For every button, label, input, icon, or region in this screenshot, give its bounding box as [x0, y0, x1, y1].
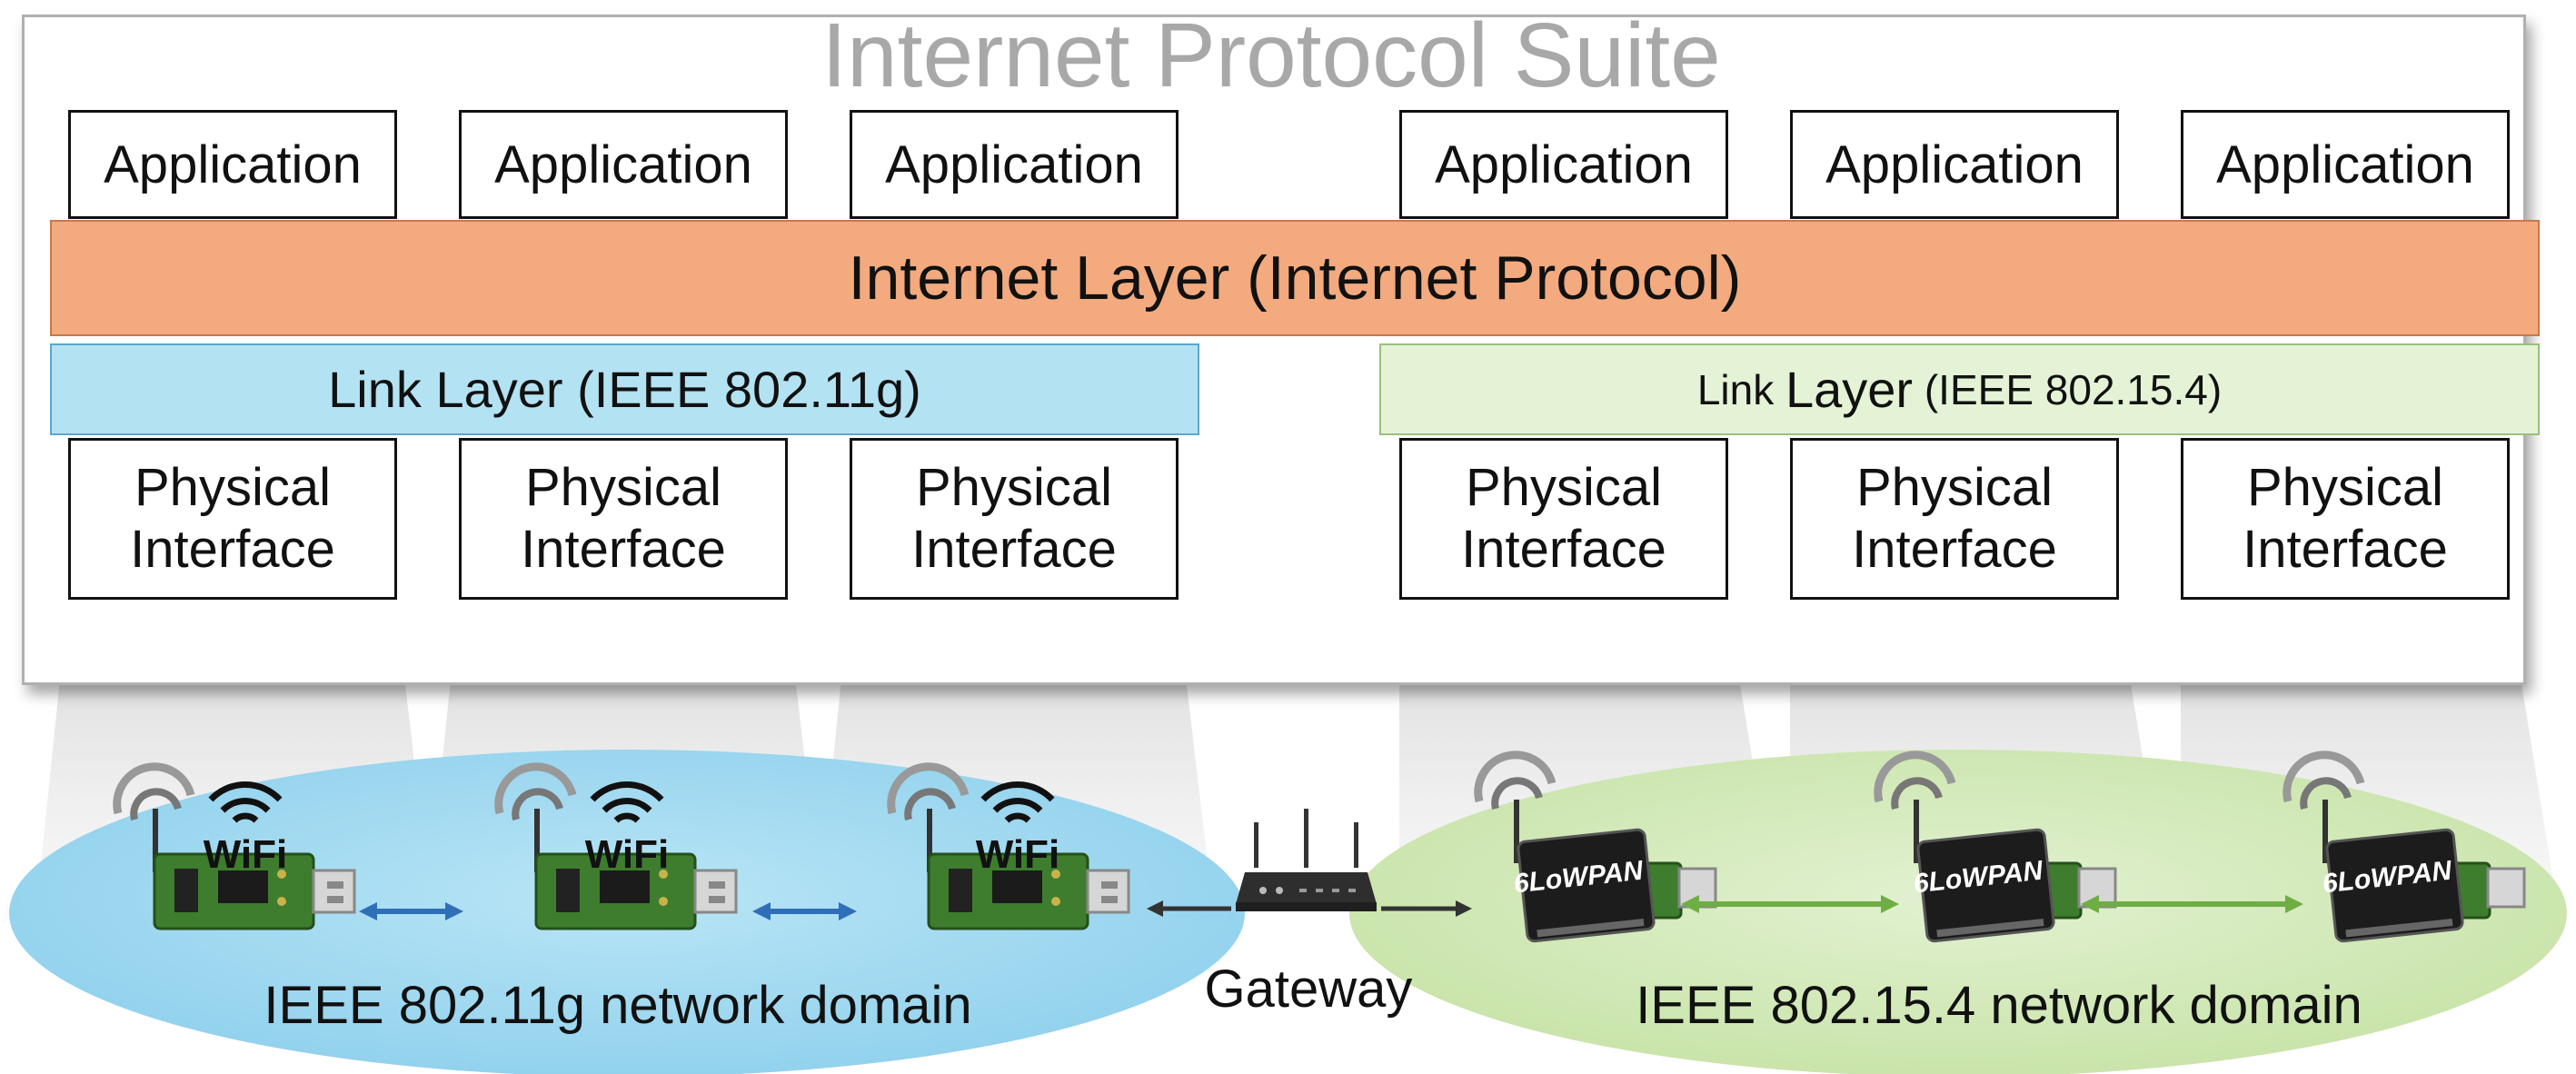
wifi-badge-2: WiFi	[585, 832, 669, 877]
lowpan-link-arrow-1	[1681, 895, 1899, 913]
link-lowpan-emph: Layer	[1785, 361, 1914, 418]
internet-layer-bar: Internet Layer (Internet Protocol)	[50, 220, 2540, 336]
application-box-1: Application	[68, 110, 397, 219]
application-box-6: Application	[2181, 110, 2510, 219]
diagram-title: Internet Protocol Suite	[821, 5, 1721, 106]
gateway-label: Gateway	[1204, 960, 1413, 1019]
physical-interface-box-6: Physical Interface	[2181, 438, 2510, 600]
wifi-domain-label: IEEE 802.11g network domain	[264, 976, 972, 1035]
physical-interface-box-2: Physical Interface	[459, 438, 788, 600]
wifi-link-arrow-1	[359, 902, 463, 920]
gateway-link-arrow	[1147, 900, 1472, 917]
link-layer-wifi: Link Layer (IEEE 802.11g)	[50, 343, 1199, 435]
application-box-3: Application	[850, 110, 1179, 219]
physical-interface-box-5: Physical Interface	[1790, 438, 2119, 600]
application-box-2: Application	[459, 110, 788, 219]
wifi-badge-1: WiFi	[204, 832, 287, 877]
lowpan-link-arrow-2	[2081, 895, 2303, 913]
link-lowpan-suffix: (IEEE 802.15.4)	[1913, 365, 2223, 413]
application-box-5: Application	[1790, 110, 2119, 219]
lowpan-domain-label: IEEE 802.15.4 network domain	[1636, 976, 2362, 1035]
link-layer-lowpan: Link Layer (IEEE 802.15.4)	[1379, 343, 2540, 435]
wifi-badge-3: WiFi	[976, 832, 1059, 877]
physical-interface-box-3: Physical Interface	[850, 438, 1179, 600]
link-lowpan-prefix: Link	[1696, 365, 1785, 413]
application-box-4: Application	[1399, 110, 1728, 219]
physical-interface-box-1: Physical Interface	[68, 438, 397, 600]
wifi-link-arrow-2	[752, 902, 857, 920]
physical-interface-box-4: Physical Interface	[1399, 438, 1728, 600]
gateway-router-icon	[1236, 809, 1377, 911]
